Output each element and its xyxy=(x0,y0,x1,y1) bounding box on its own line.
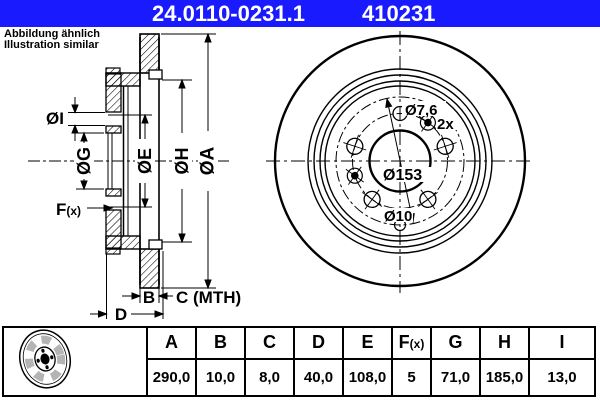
label-c-mth: C (MTH) xyxy=(176,288,241,307)
value-i: 13,0 xyxy=(528,357,596,398)
col-header-g: G xyxy=(430,326,481,360)
friction-ring-section xyxy=(139,33,160,289)
label-dia-a: ØA xyxy=(198,146,219,175)
value-h: 185,0 xyxy=(479,357,530,398)
label-backing xyxy=(382,208,413,222)
dimension-lines xyxy=(68,32,218,321)
dia-153-circle xyxy=(335,96,465,226)
cross-section-view: ØI ØG ØE ØH ØA F(x) B C (MTH) D xyxy=(28,32,241,324)
hub-flange-section xyxy=(105,72,122,250)
ring-bottom-lip xyxy=(148,239,163,250)
col-header-f: F(x) xyxy=(391,326,432,360)
label-dia-153: Ø153 xyxy=(383,167,422,184)
col-header-e: E xyxy=(342,326,393,360)
value-d: 40,0 xyxy=(293,357,344,398)
ring-top-lip xyxy=(148,69,163,80)
label-pin-count: 2x xyxy=(437,116,454,133)
title-bar: 24.0110-0231.1 410231 xyxy=(0,0,600,27)
technical-drawing: ØI ØG ØE ØH ØA F(x) B C (MTH) D xyxy=(28,31,534,324)
label-dia-e: ØE xyxy=(135,148,155,174)
dimensions-table: A B C D E F(x) G H I 290,0 10,0 8,0 40,0… xyxy=(2,326,596,398)
value-a: 290,0 xyxy=(146,357,197,398)
label-dia-h: ØH xyxy=(172,148,192,175)
col-header-d: D xyxy=(293,326,344,360)
part-number: 24.0110-0231.1 xyxy=(152,1,305,26)
label-dia-g: ØG xyxy=(74,147,94,175)
label-dia-i: ØI xyxy=(46,109,64,128)
disc-circles xyxy=(273,34,527,288)
value-b: 10,0 xyxy=(195,357,246,398)
label-dia-10: Ø10 xyxy=(384,208,412,225)
locating-pin-holes xyxy=(345,113,438,185)
label-backing xyxy=(380,167,436,182)
col-header-h: H xyxy=(479,326,530,360)
note-line-de: Abbildung ähnlich xyxy=(4,28,100,40)
similarity-note: Abbildung ähnlich Illustration similar xyxy=(4,29,100,51)
label-d: D xyxy=(115,305,127,324)
label-b: B xyxy=(143,288,155,307)
center-bore xyxy=(368,129,432,193)
value-e: 108,0 xyxy=(342,357,393,398)
disc-icon-cell xyxy=(2,326,148,397)
label-backing xyxy=(436,117,457,130)
label-f: F(x) xyxy=(56,200,81,219)
note-line-en: Illustration similar xyxy=(4,39,99,51)
front-view: Ø7,6 2x Ø153 Ø10 xyxy=(266,31,534,293)
reference-number: 410231 xyxy=(362,1,436,26)
col-header-a: A xyxy=(146,326,197,360)
brake-disc-icon xyxy=(18,329,72,389)
value-c: 8,0 xyxy=(244,357,295,398)
col-header-b: B xyxy=(195,326,246,360)
label-backing xyxy=(402,101,446,116)
col-header-c: C xyxy=(244,326,295,360)
label-f-main: F xyxy=(56,200,66,219)
value-f: 5 xyxy=(391,357,432,398)
value-g: 71,0 xyxy=(430,357,481,398)
label-pin-holes: Ø7,6 xyxy=(405,102,438,119)
label-f-sub: (x) xyxy=(66,204,81,218)
col-header-i: I xyxy=(528,326,596,360)
